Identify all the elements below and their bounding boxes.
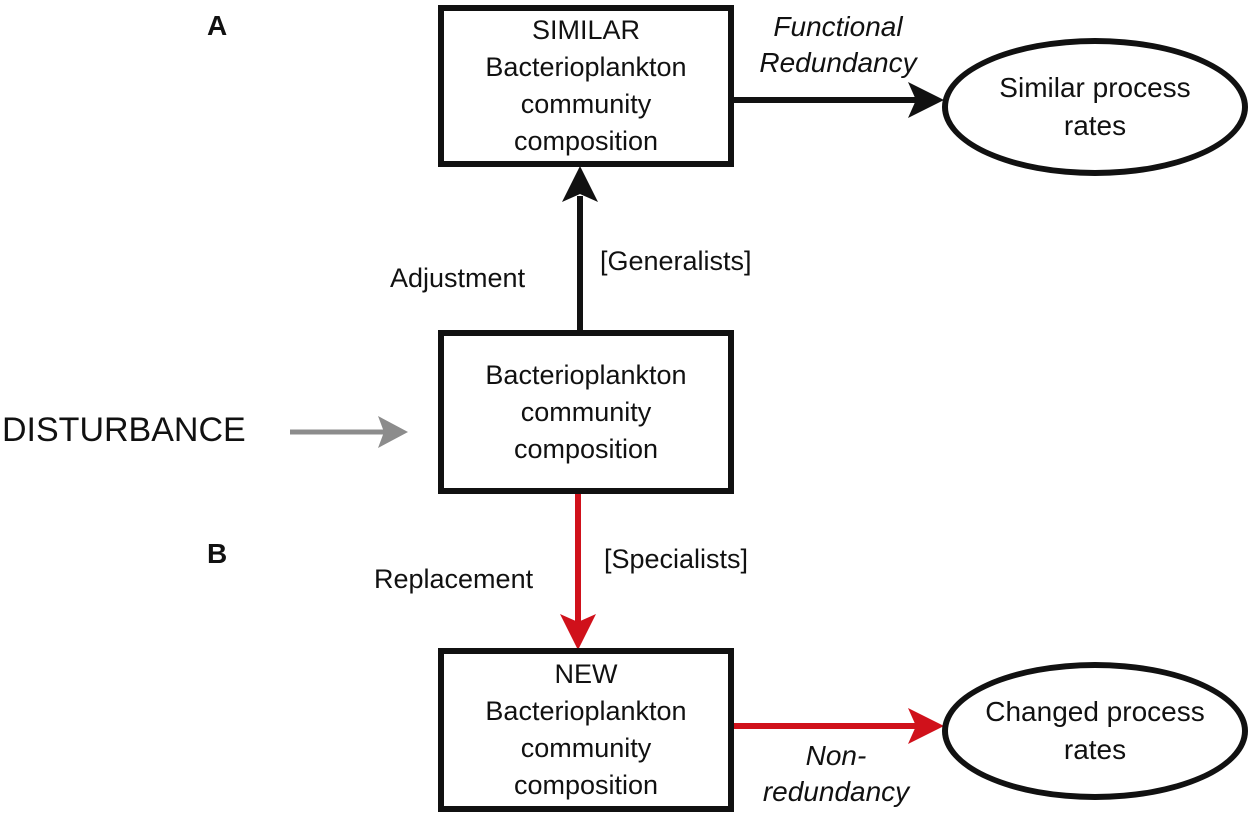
non-redundancy-label: Non- redundancy (746, 738, 926, 810)
center-community-box: Bacterioplankton community composition (438, 330, 734, 494)
functional-redundancy-line-2: Redundancy (759, 47, 917, 78)
generalists-label: [Generalists] (600, 246, 752, 276)
new-community-box: NEW Bacterioplankton community compositi… (438, 648, 734, 812)
replacement-arrow-head (560, 614, 596, 650)
specialists-label: [Specialists] (604, 544, 749, 574)
similar-box-line-1: SIMILAR (531, 15, 641, 45)
non-redundancy-arrow-head (908, 708, 944, 744)
disturbance-arrow-head (378, 416, 408, 448)
redundancy-arrow-head (908, 82, 944, 118)
adjustment-label: Adjustment (390, 263, 526, 293)
center-box-line-3: composition (513, 433, 659, 464)
changed-rates-line-2: rates (1063, 734, 1127, 765)
non-redundancy-line-2: redundancy (762, 776, 910, 807)
functional-redundancy-label: Functional Redundancy (738, 9, 938, 81)
adjustment-arrow-head (562, 166, 598, 202)
new-box-line-4: composition (513, 770, 659, 800)
new-box-line-2: Bacterioplankton (485, 696, 687, 726)
changed-rates-line-1: Changed process (985, 696, 1205, 727)
panel-label-b: B (207, 538, 228, 569)
disturbance-label: DISTURBANCE (2, 411, 246, 449)
similar-rates-oval: Similar process rates (942, 38, 1248, 176)
new-box-line-1: NEW (554, 659, 618, 689)
changed-rates-oval: Changed process rates (942, 662, 1248, 800)
similar-rates-line-1: Similar process (999, 72, 1191, 103)
center-box-line-2: community (520, 396, 652, 427)
panel-label-a: A (207, 10, 228, 41)
functional-redundancy-line-1: Functional (773, 11, 903, 42)
similar-community-box: SIMILAR Bacterioplankton community compo… (438, 5, 734, 167)
similar-box-line-4: composition (513, 126, 659, 156)
similar-box-line-2: Bacterioplankton (485, 52, 687, 82)
similar-box-line-3: community (520, 89, 652, 119)
new-box-line-3: community (520, 733, 652, 763)
similar-rates-line-2: rates (1063, 110, 1127, 141)
center-box-line-1: Bacterioplankton (485, 359, 687, 390)
non-redundancy-line-1: Non- (805, 740, 867, 771)
replacement-label: Replacement (374, 564, 534, 594)
